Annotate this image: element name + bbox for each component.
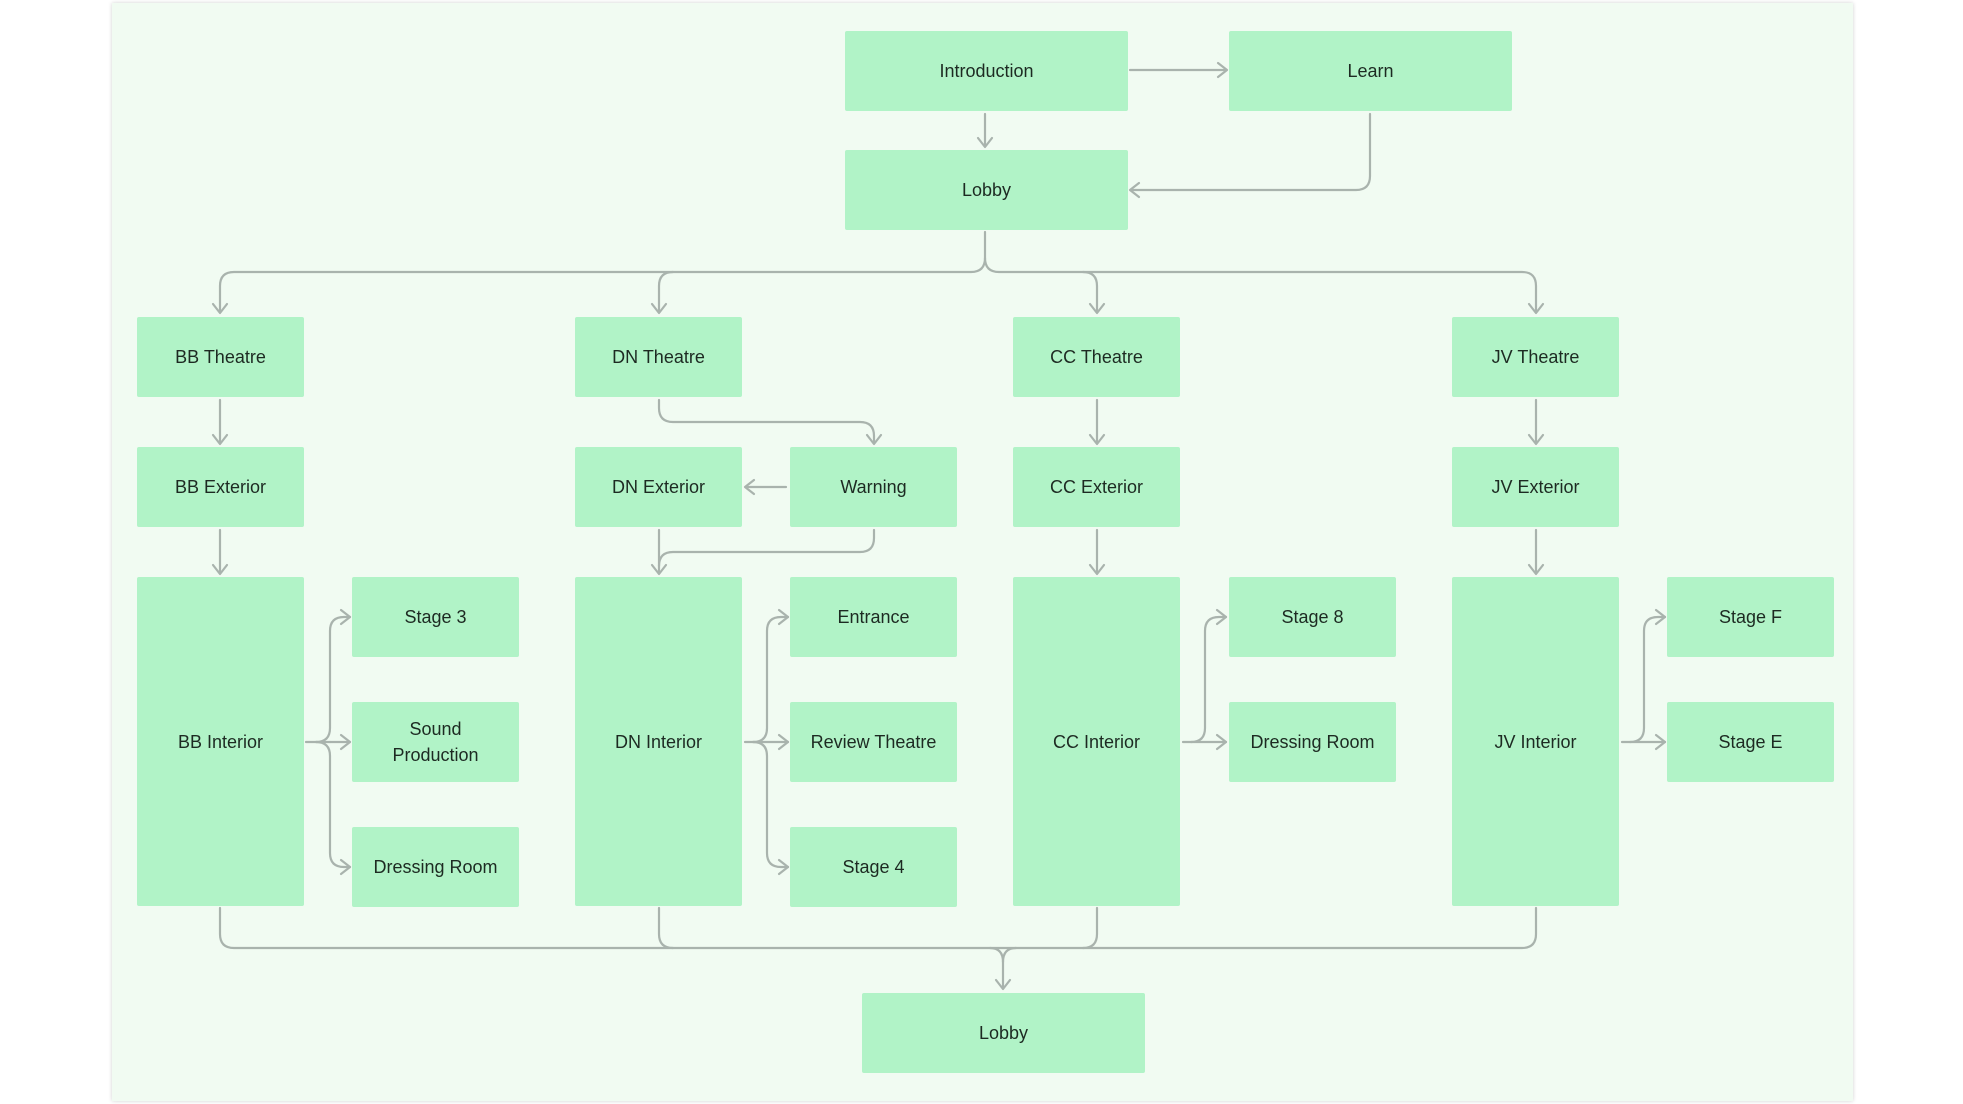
node-bb-exterior: BB Exterior (137, 447, 304, 527)
node-dn-theatre: DN Theatre (575, 317, 742, 397)
node-cc-interior: CC Interior (1013, 577, 1180, 906)
node-sound-production: Sound Production (352, 702, 519, 782)
node-bb-interior: BB Interior (137, 577, 304, 906)
node-lobby-top: Lobby (845, 150, 1128, 230)
node-jv-exterior: JV Exterior (1452, 447, 1619, 527)
node-cc-dressing-room: Dressing Room (1229, 702, 1396, 782)
node-cc-exterior: CC Exterior (1013, 447, 1180, 527)
node-entrance: Entrance (790, 577, 957, 657)
node-dn-interior: DN Interior (575, 577, 742, 906)
node-cc-theatre: CC Theatre (1013, 317, 1180, 397)
node-lobby-bottom: Lobby (862, 993, 1145, 1073)
node-bb-dressing-room: Dressing Room (352, 827, 519, 907)
node-stage-8: Stage 8 (1229, 577, 1396, 657)
node-learn: Learn (1229, 31, 1512, 111)
node-warning: Warning (790, 447, 957, 527)
node-stage-e: Stage E (1667, 702, 1834, 782)
node-introduction: Introduction (845, 31, 1128, 111)
node-stage-3: Stage 3 (352, 577, 519, 657)
node-stage-f: Stage F (1667, 577, 1834, 657)
node-stage-4: Stage 4 (790, 827, 957, 907)
node-dn-exterior: DN Exterior (575, 447, 742, 527)
node-bb-theatre: BB Theatre (137, 317, 304, 397)
node-review-theatre: Review Theatre (790, 702, 957, 782)
node-jv-theatre: JV Theatre (1452, 317, 1619, 397)
node-jv-interior: JV Interior (1452, 577, 1619, 906)
